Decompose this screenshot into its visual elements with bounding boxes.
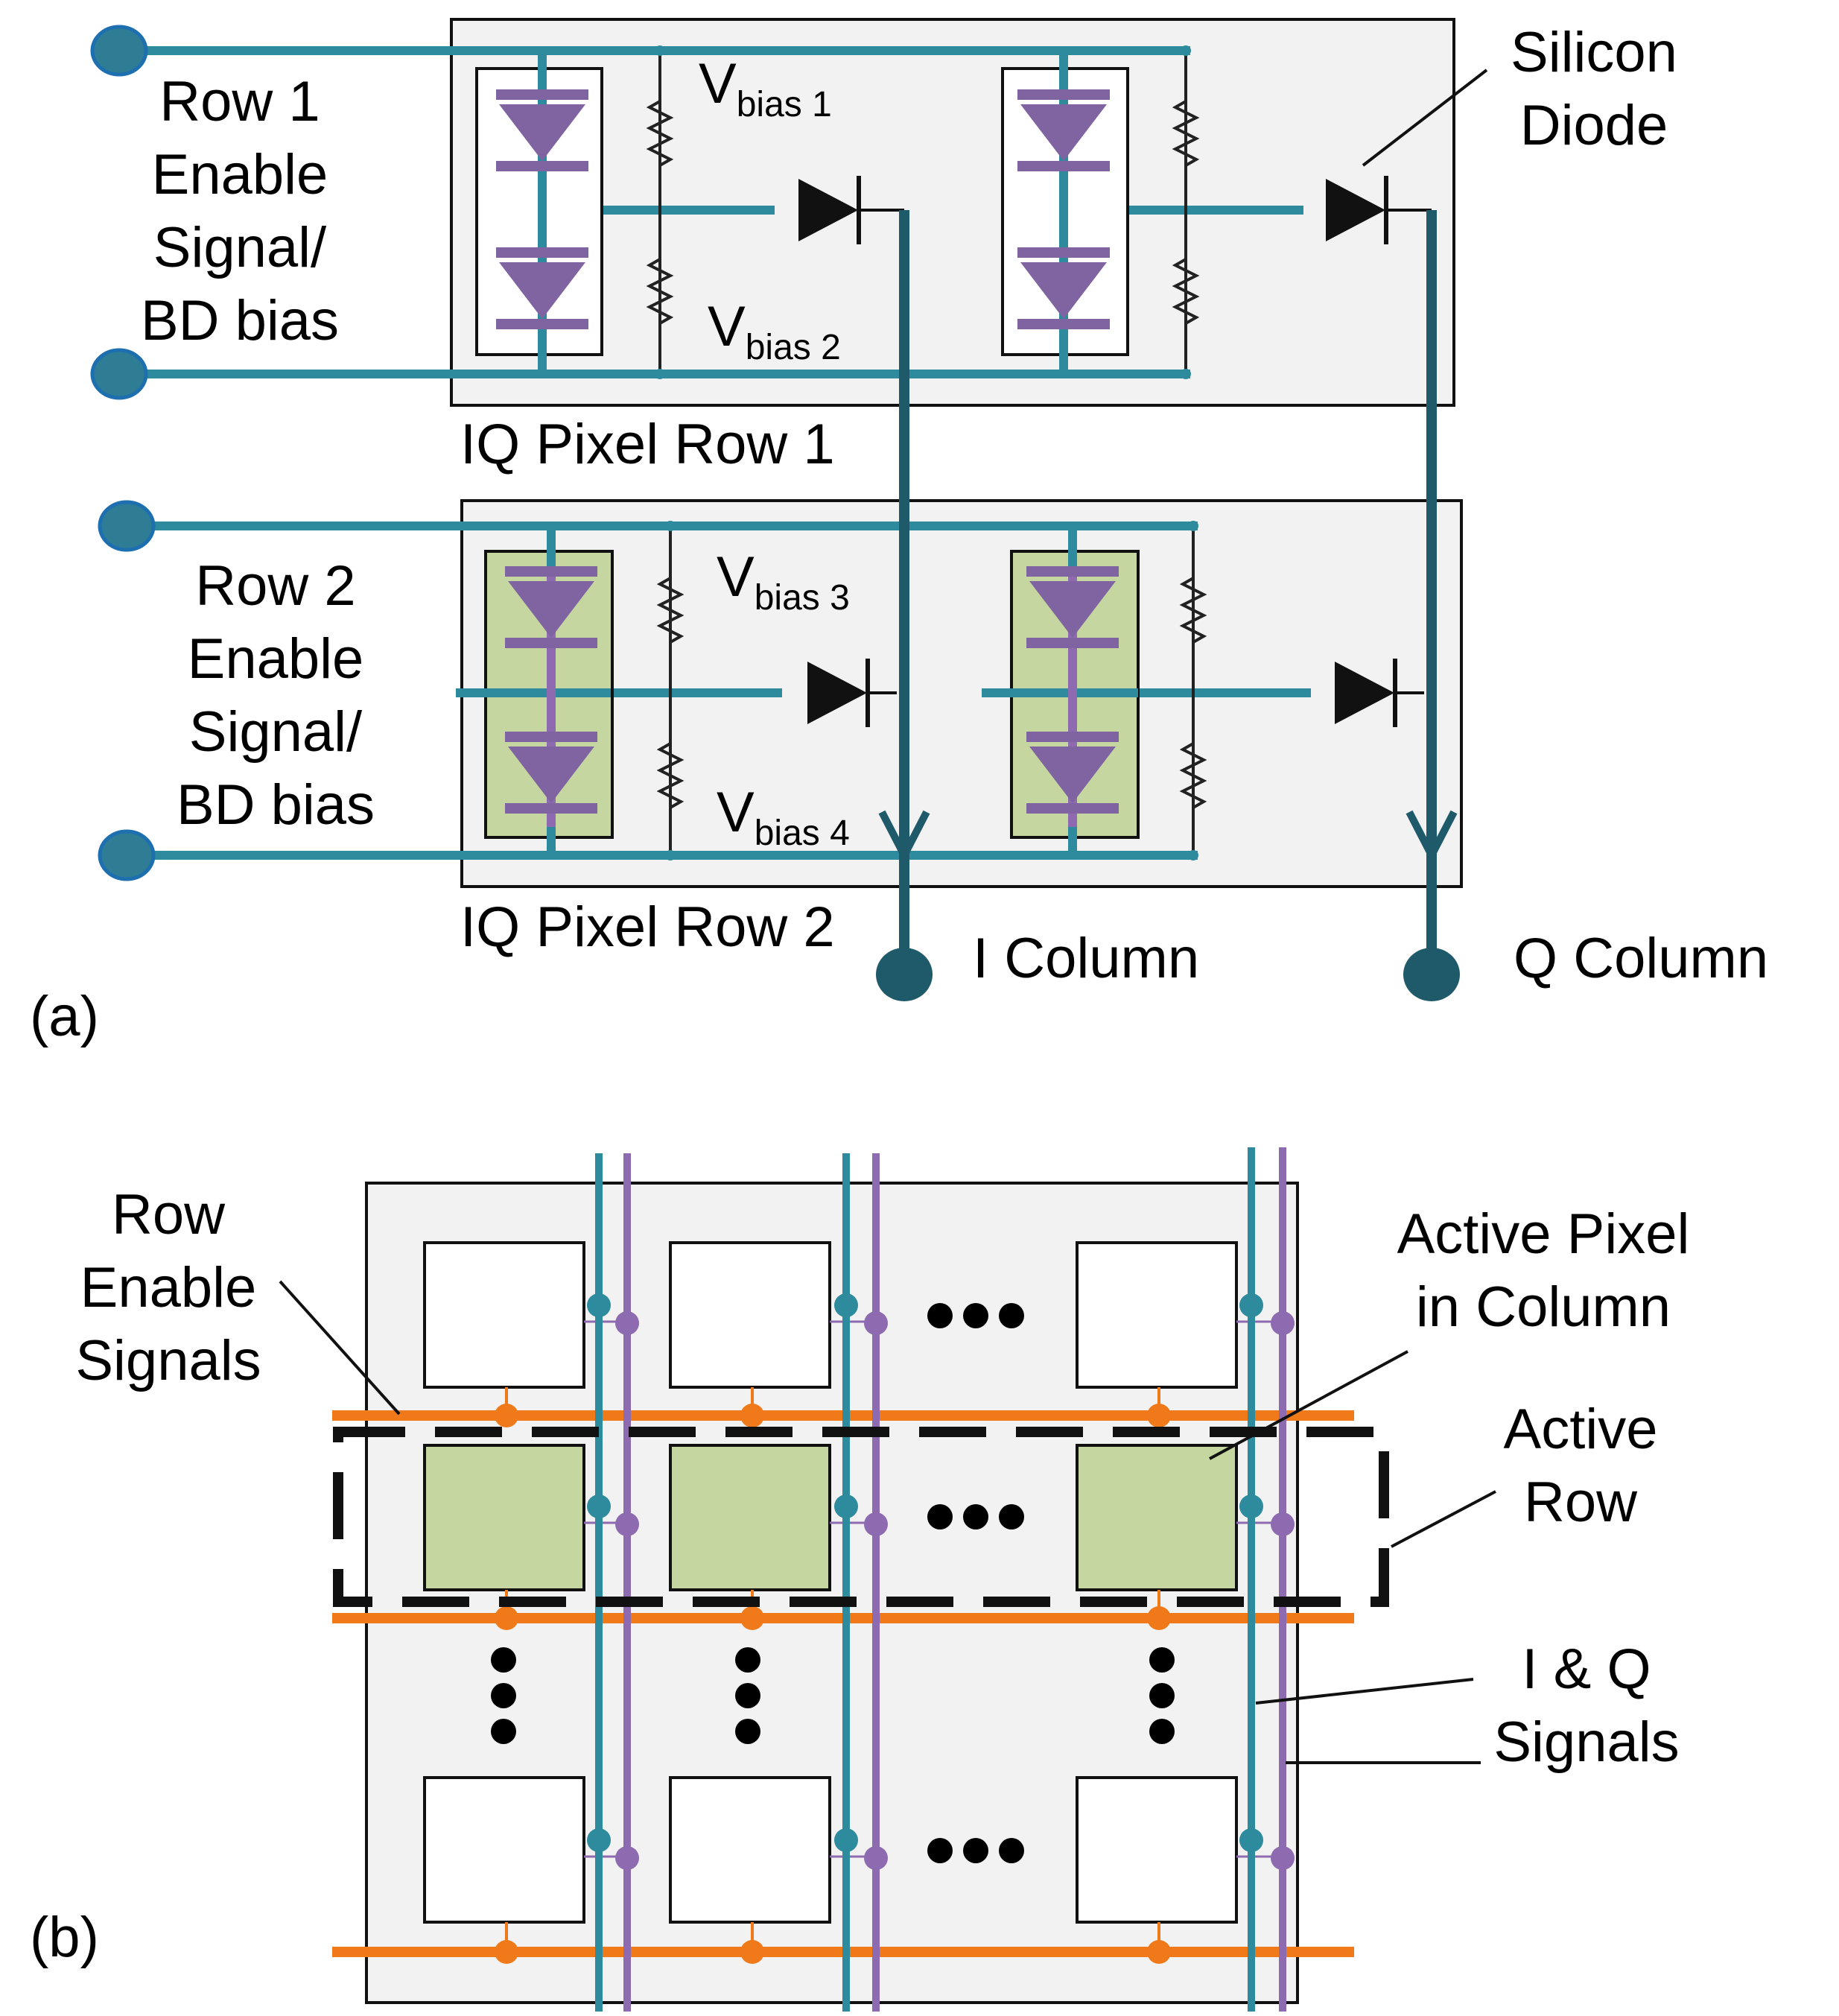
ellipsis-dots-icon (491, 1303, 1175, 1863)
panel-b-tag: (b) (30, 1906, 99, 1969)
pixel (423, 1241, 585, 1389)
svg-text:BD bias: BD bias (177, 773, 375, 837)
pixel (423, 1776, 585, 1924)
vbias2-label: Vbias 2 (708, 295, 841, 367)
svg-text:Row 2: Row 2 (195, 554, 355, 618)
panel-b: Row Enable Signals Active Pixel in Colum… (30, 1147, 1689, 2012)
row-enable-label: Row Enable Signals (75, 1183, 261, 1392)
iq-pixel-row1-label: IQ Pixel Row 1 (460, 413, 835, 476)
svg-text:Signals: Signals (75, 1329, 261, 1392)
vbias1-label: Vbias 1 (699, 52, 832, 124)
svg-text:Row: Row (112, 1183, 226, 1246)
active-row-outline (333, 1427, 1389, 1607)
pixel (669, 1776, 831, 1924)
panel-a-tag: (a) (30, 985, 99, 1048)
svg-text:Enable: Enable (188, 627, 364, 691)
svg-text:Signal/: Signal/ (189, 700, 363, 764)
svg-text:I & Q: I & Q (1522, 1638, 1651, 1701)
svg-text:in Column: in Column (1416, 1275, 1671, 1339)
row1-terminal-top[interactable] (90, 25, 148, 77)
iq-pixel-row2-label: IQ Pixel Row 2 (460, 896, 835, 959)
svg-text:Signal/: Signal/ (153, 216, 327, 279)
svg-text:Enable: Enable (152, 143, 328, 206)
pixel (1076, 1241, 1238, 1389)
q-column-label: Q Column (1514, 927, 1768, 990)
svg-text:Enable: Enable (80, 1256, 257, 1319)
vbias3-label: Vbias 3 (717, 545, 850, 618)
i-column-label: I Column (973, 927, 1199, 990)
row1-label: Row 1 Enable Signal/ BD bias (141, 70, 339, 352)
active-pixel-label: Active Pixel in Column (1397, 1202, 1690, 1339)
pixel (669, 1241, 831, 1389)
svg-text:Active: Active (1504, 1398, 1658, 1461)
q-column-terminal[interactable] (1403, 948, 1460, 1001)
row2-terminal-bottom[interactable] (98, 829, 156, 881)
active-pixel (669, 1444, 831, 1591)
row2-terminal-top[interactable] (98, 500, 156, 552)
svg-text:Diode: Diode (1520, 94, 1668, 157)
svg-text:Signals: Signals (1493, 1711, 1679, 1774)
arrow-down-icon (878, 810, 1458, 863)
row2-label: Row 2 Enable Signal/ BD bias (177, 554, 375, 837)
panel-a: Row 1 Enable Signal/ BD bias Row 2 Enabl… (30, 18, 1768, 1048)
svg-text:Row: Row (1524, 1471, 1638, 1534)
pixel (1076, 1776, 1238, 1924)
active-pixel (423, 1444, 585, 1591)
svg-text:Row 1: Row 1 (159, 70, 320, 133)
iq-signals-label: I & Q Signals (1493, 1638, 1679, 1774)
i-column-terminal[interactable] (876, 948, 933, 1001)
active-pixel (1076, 1444, 1238, 1591)
silicon-diode-label: Silicon Diode (1511, 21, 1677, 157)
active-row-label: Active Row (1504, 1398, 1658, 1534)
row1-terminal-bottom[interactable] (90, 348, 148, 400)
svg-text:Active Pixel: Active Pixel (1397, 1202, 1690, 1266)
svg-text:BD bias: BD bias (141, 289, 339, 352)
vbias4-label: Vbias 4 (717, 781, 850, 853)
svg-text:Silicon: Silicon (1511, 21, 1677, 84)
